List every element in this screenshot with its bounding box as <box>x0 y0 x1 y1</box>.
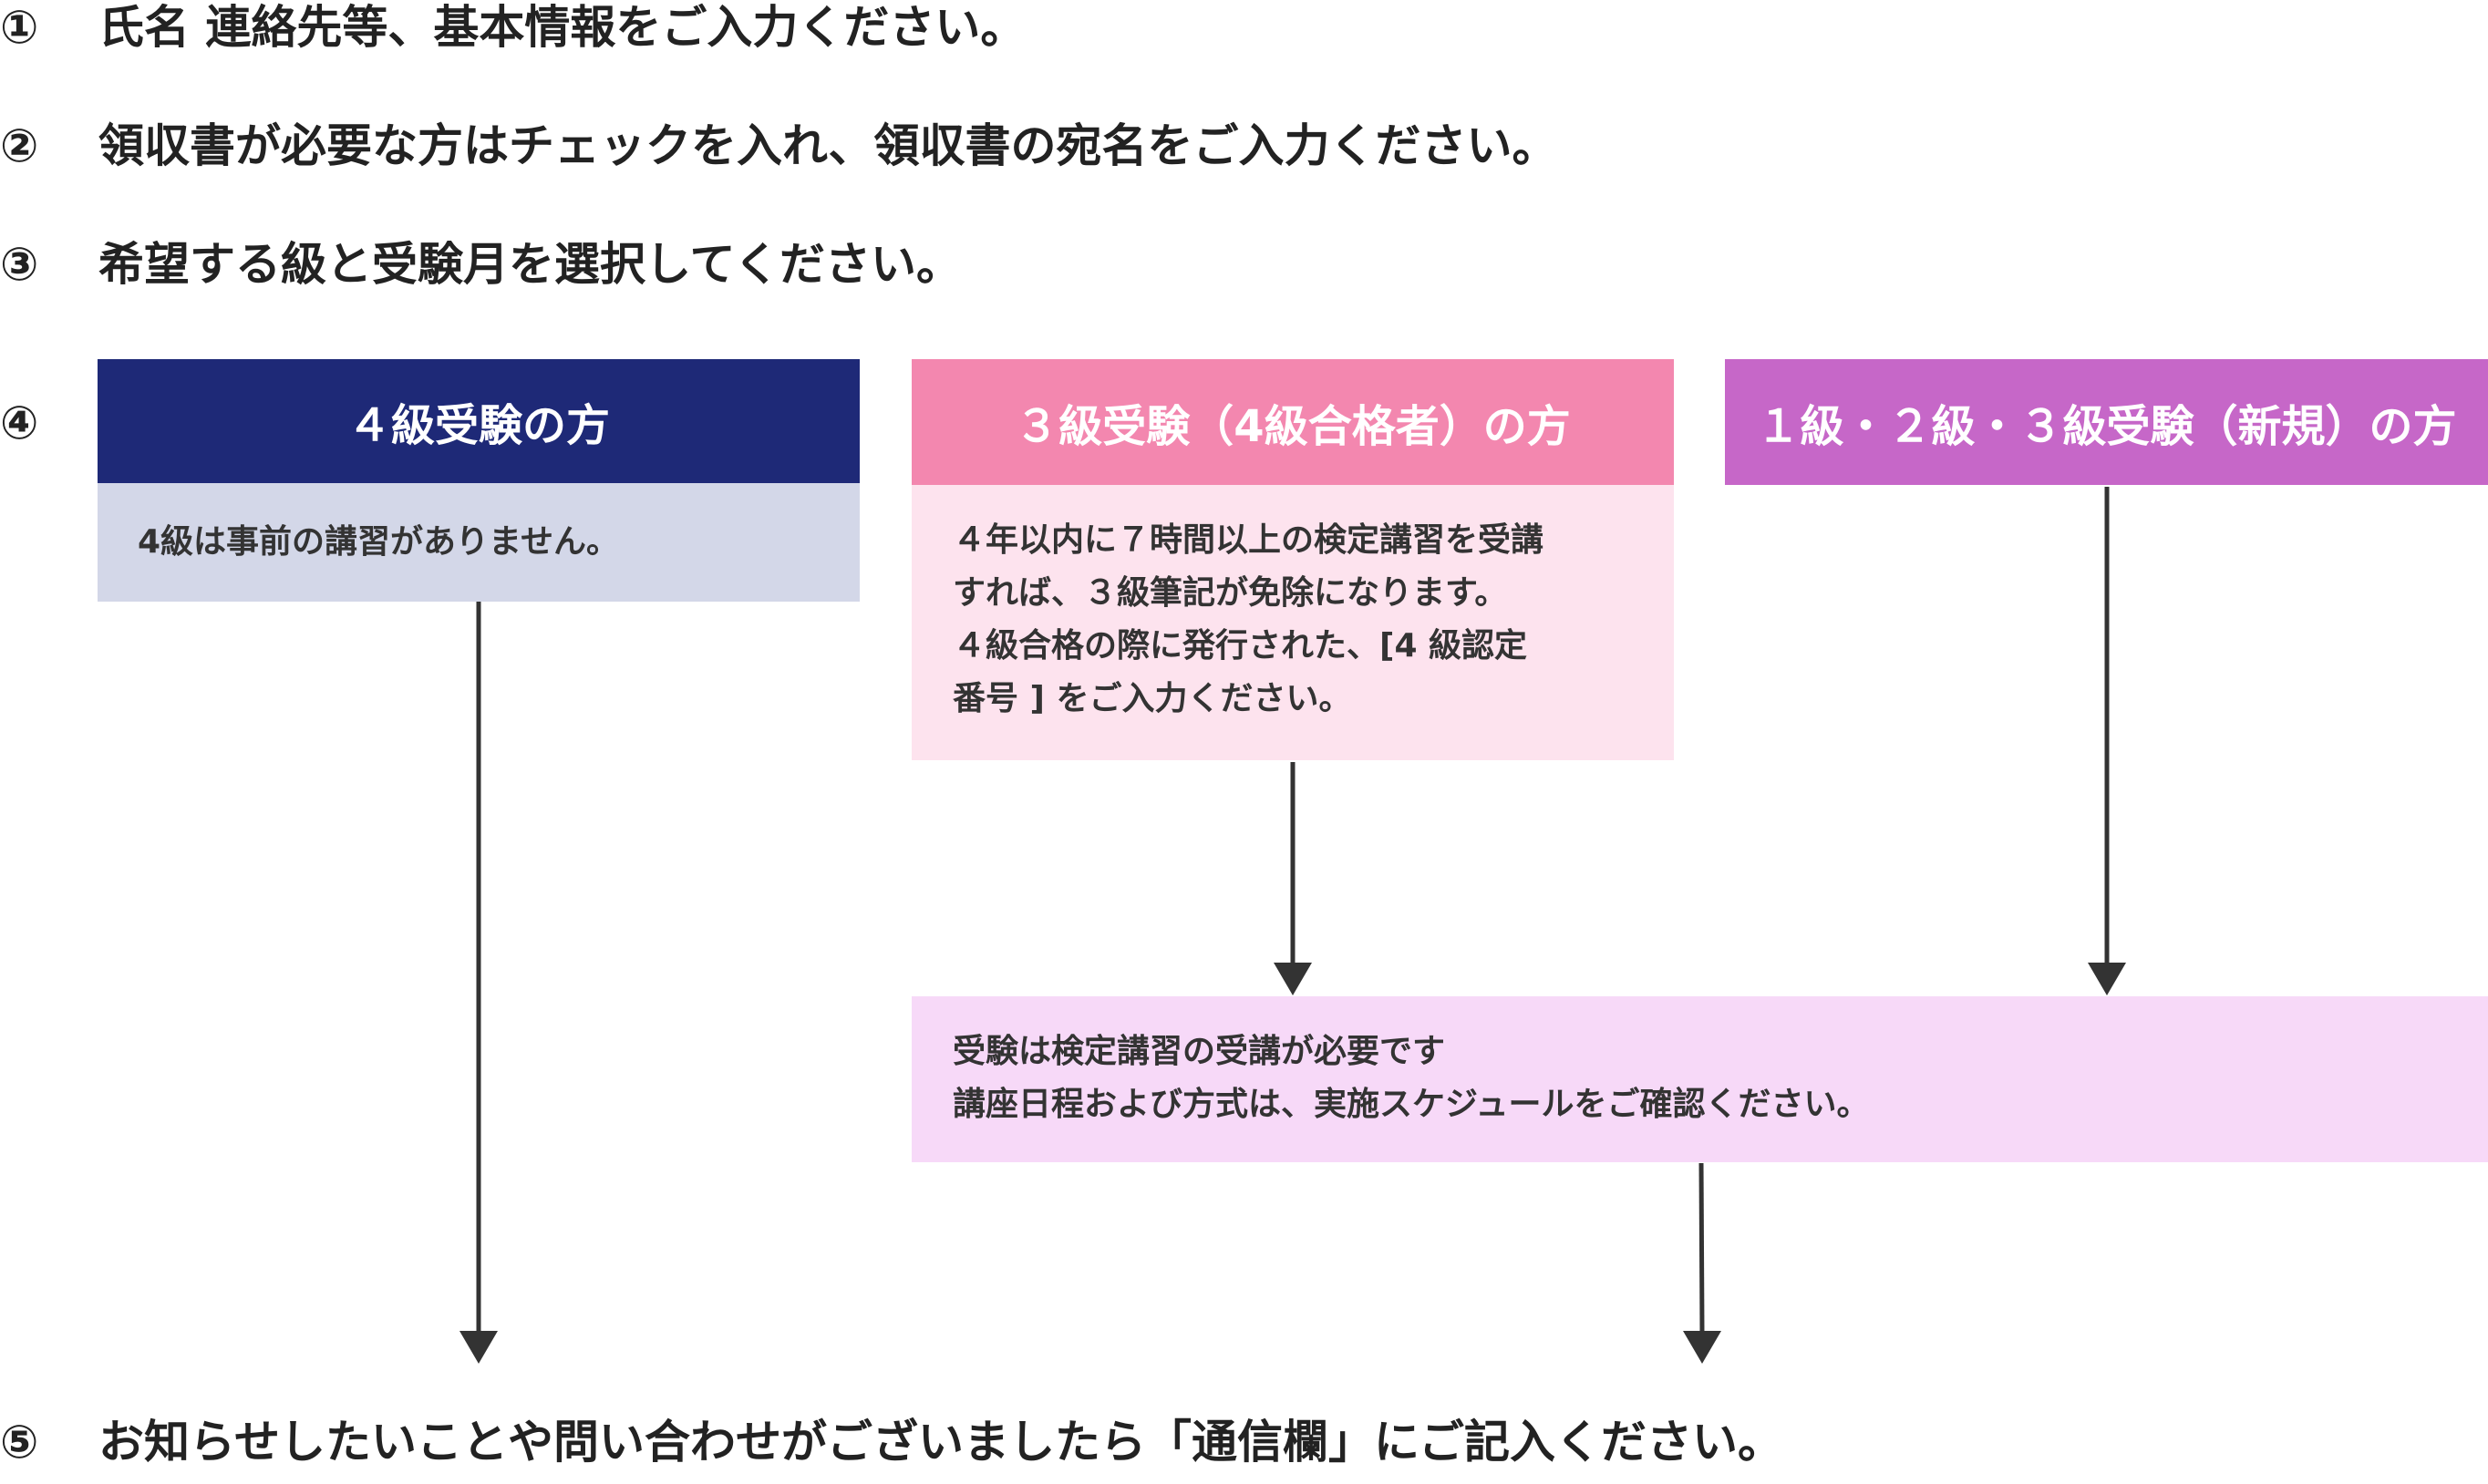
step-3-text: 希望する級と受験月を選択してください。 <box>98 238 962 291</box>
grade3-passed-note-line: すれば、３級筆記が免除になります。 <box>953 574 1508 612</box>
step-2-text: 領収書が必要な方はチェックを入れ、領収書の宛名をご入力ください。 <box>98 119 1558 172</box>
lecture-required-note-line: 講座日程および方式は、実施スケジュールをご確認ください。 <box>953 1086 1870 1123</box>
grade3-passed-header: ３級受験（4級合格者）の方 <box>912 359 1674 485</box>
arrow-grade4-to-step5 <box>459 602 498 1364</box>
step-4-number: ④ <box>0 397 39 449</box>
lecture-required-note: 受験は検定講習の受講が必要です 講座日程および方式は、実施スケジュールをご確認く… <box>912 996 2488 1162</box>
step-1-number: ① <box>0 1 39 54</box>
arrow-lecture-to-step5 <box>1683 1162 1721 1364</box>
step-5-number: ⑤ <box>0 1416 39 1469</box>
new-applicants-header: １級・２級・３級受験（新規）の方 <box>1725 359 2488 485</box>
grade3-passed-note: ４年以内に７時間以上の検定講習を受講 すれば、３級筆記が免除になります。 ４級合… <box>912 485 1674 760</box>
grade3-passed-note-line: ４年以内に７時間以上の検定講習を受講 <box>953 521 1544 559</box>
grade4-note: 4級は事前の講習がありません。 <box>98 483 860 602</box>
grade3-passed-note-line: 番号 ] をご入力ください。 <box>953 680 1352 717</box>
arrow-grade3-to-lecture <box>1274 762 1312 995</box>
grade4-header: ４級受験の方 <box>98 359 860 483</box>
step-1-text: 氏名 連絡先等、基本情報をご入力ください。 <box>98 1 1027 54</box>
arrow-new-to-lecture <box>2088 487 2126 995</box>
step-3-number: ③ <box>0 238 39 291</box>
step-5-text: お知らせしたいことや問い合わせがございましたら「通信欄」にご記入ください。 <box>98 1416 1783 1469</box>
grade3-passed-note-line: ４級合格の際に発行された、[4 級認定 <box>953 627 1528 665</box>
step-2-number: ② <box>0 119 39 172</box>
lecture-required-note-line: 受験は検定講習の受講が必要です <box>953 1033 1446 1070</box>
grade4-note-line: 4級は事前の講習がありません。 <box>138 523 619 561</box>
